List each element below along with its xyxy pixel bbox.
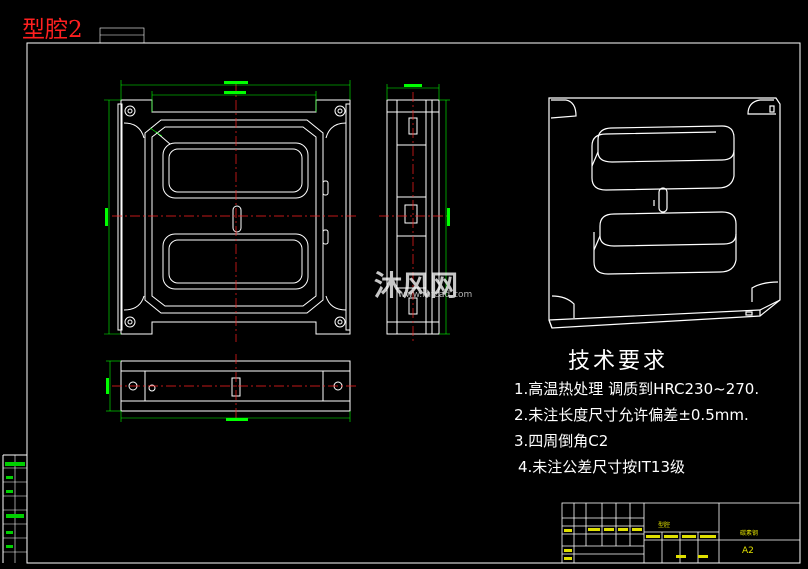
watermark: 沐风网: [374, 269, 459, 302]
requirements-title: 技术要求: [568, 349, 669, 374]
requirement-item: 2.未注长度尺寸允许偏差±0.5mm.: [514, 406, 749, 424]
isometric-view: [548, 97, 781, 329]
watermark-url: www.mfcad.com: [398, 290, 473, 300]
side-view-centerlines: [379, 92, 447, 342]
requirement-item: 1.高温热处理 调质到HRC230~270.: [514, 380, 760, 398]
side-revision-table: [3, 455, 27, 563]
title-block-material: 碳素钢: [740, 530, 759, 537]
front-view-dimensions: [104, 80, 351, 335]
title-block: [561, 502, 801, 564]
requirement-item: 3.四周倒角C2: [514, 432, 609, 450]
front-view: [117, 99, 351, 335]
top-view-centerlines: [112, 354, 358, 418]
title-block-sheet-size: A2: [742, 546, 754, 556]
front-view-centerlines: [112, 82, 358, 342]
requirement-item: 4.未注公差尺寸按IT13级: [518, 458, 685, 476]
top-view-dimensions: [106, 360, 351, 422]
title-block-part-name: 型腔: [658, 522, 671, 529]
drawing-title: 型腔2: [22, 17, 83, 43]
title-tag-box: [99, 27, 145, 44]
title-block-marks: [564, 528, 716, 560]
side-view-dimensions: [386, 84, 450, 335]
